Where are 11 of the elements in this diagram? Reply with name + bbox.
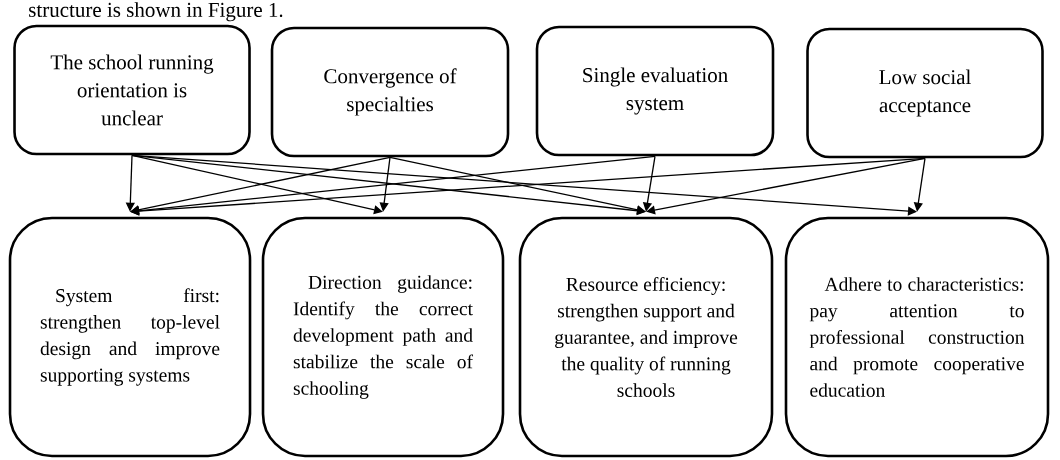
arrow	[389, 156, 646, 215]
problem-box: Low social acceptance	[806, 27, 1044, 159]
measure-box: Direction guidance: Identify the correct development path and stabilize the scale of schooling	[261, 216, 505, 458]
caption-text: structure is shown in Figure 1.	[29, 2, 283, 22]
measure-box: Resource efficiency: strengthen support and guarantee, and improve the quality of running schools	[518, 216, 774, 458]
measure-box: Adhere to characteristics: pay attention to professional construction and promote cooperative education	[784, 216, 1050, 458]
problem-box: Convergence of specialties	[270, 26, 510, 158]
measure-box: System first: strengthen top-level design and improve supporting systems	[8, 216, 252, 458]
problem-box: Single evaluation system	[535, 25, 775, 157]
problem-box: The school running orientation is unclear	[13, 24, 251, 156]
arrow	[646, 157, 926, 215]
